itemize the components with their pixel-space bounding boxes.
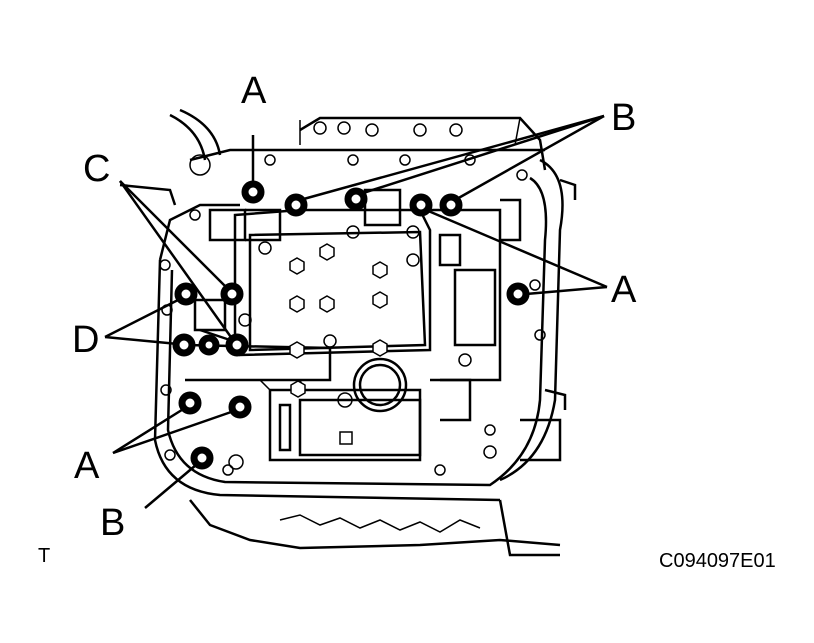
label-a-top: A: [241, 70, 267, 112]
label-a-right: A: [611, 269, 637, 311]
bolt-a-bl-2: [228, 395, 252, 419]
label-c: C: [83, 148, 110, 190]
leader-lines: [104, 114, 608, 509]
bolt-d-2: [198, 334, 220, 356]
bolt-b-1: [284, 193, 308, 217]
label-b-top-right: B: [611, 97, 636, 139]
label-a-bottom-left: A: [74, 445, 100, 487]
bolt-c-2: [220, 282, 244, 306]
plate-hex-bolts: [289, 243, 388, 398]
bolt-c-1: [174, 282, 198, 306]
bolt-d-3: [225, 333, 249, 357]
transmission-case: [119, 108, 577, 557]
bolt-d-1: [172, 333, 196, 357]
label-d: D: [72, 319, 99, 361]
t-mark: T: [38, 545, 50, 567]
figure-code: C094097E01: [659, 550, 776, 572]
bolt-a-right-1: [409, 193, 433, 217]
label-b-bottom-left: B: [100, 502, 125, 544]
bolt-a-top: [241, 180, 265, 204]
bolt-a-right-2: [506, 282, 530, 306]
bolt-b-3: [439, 193, 463, 217]
bolt-b-bl: [190, 446, 214, 470]
bolt-b-2: [344, 187, 368, 211]
bolt-a-bl-1: [178, 391, 202, 415]
valve-body: [184, 188, 522, 470]
